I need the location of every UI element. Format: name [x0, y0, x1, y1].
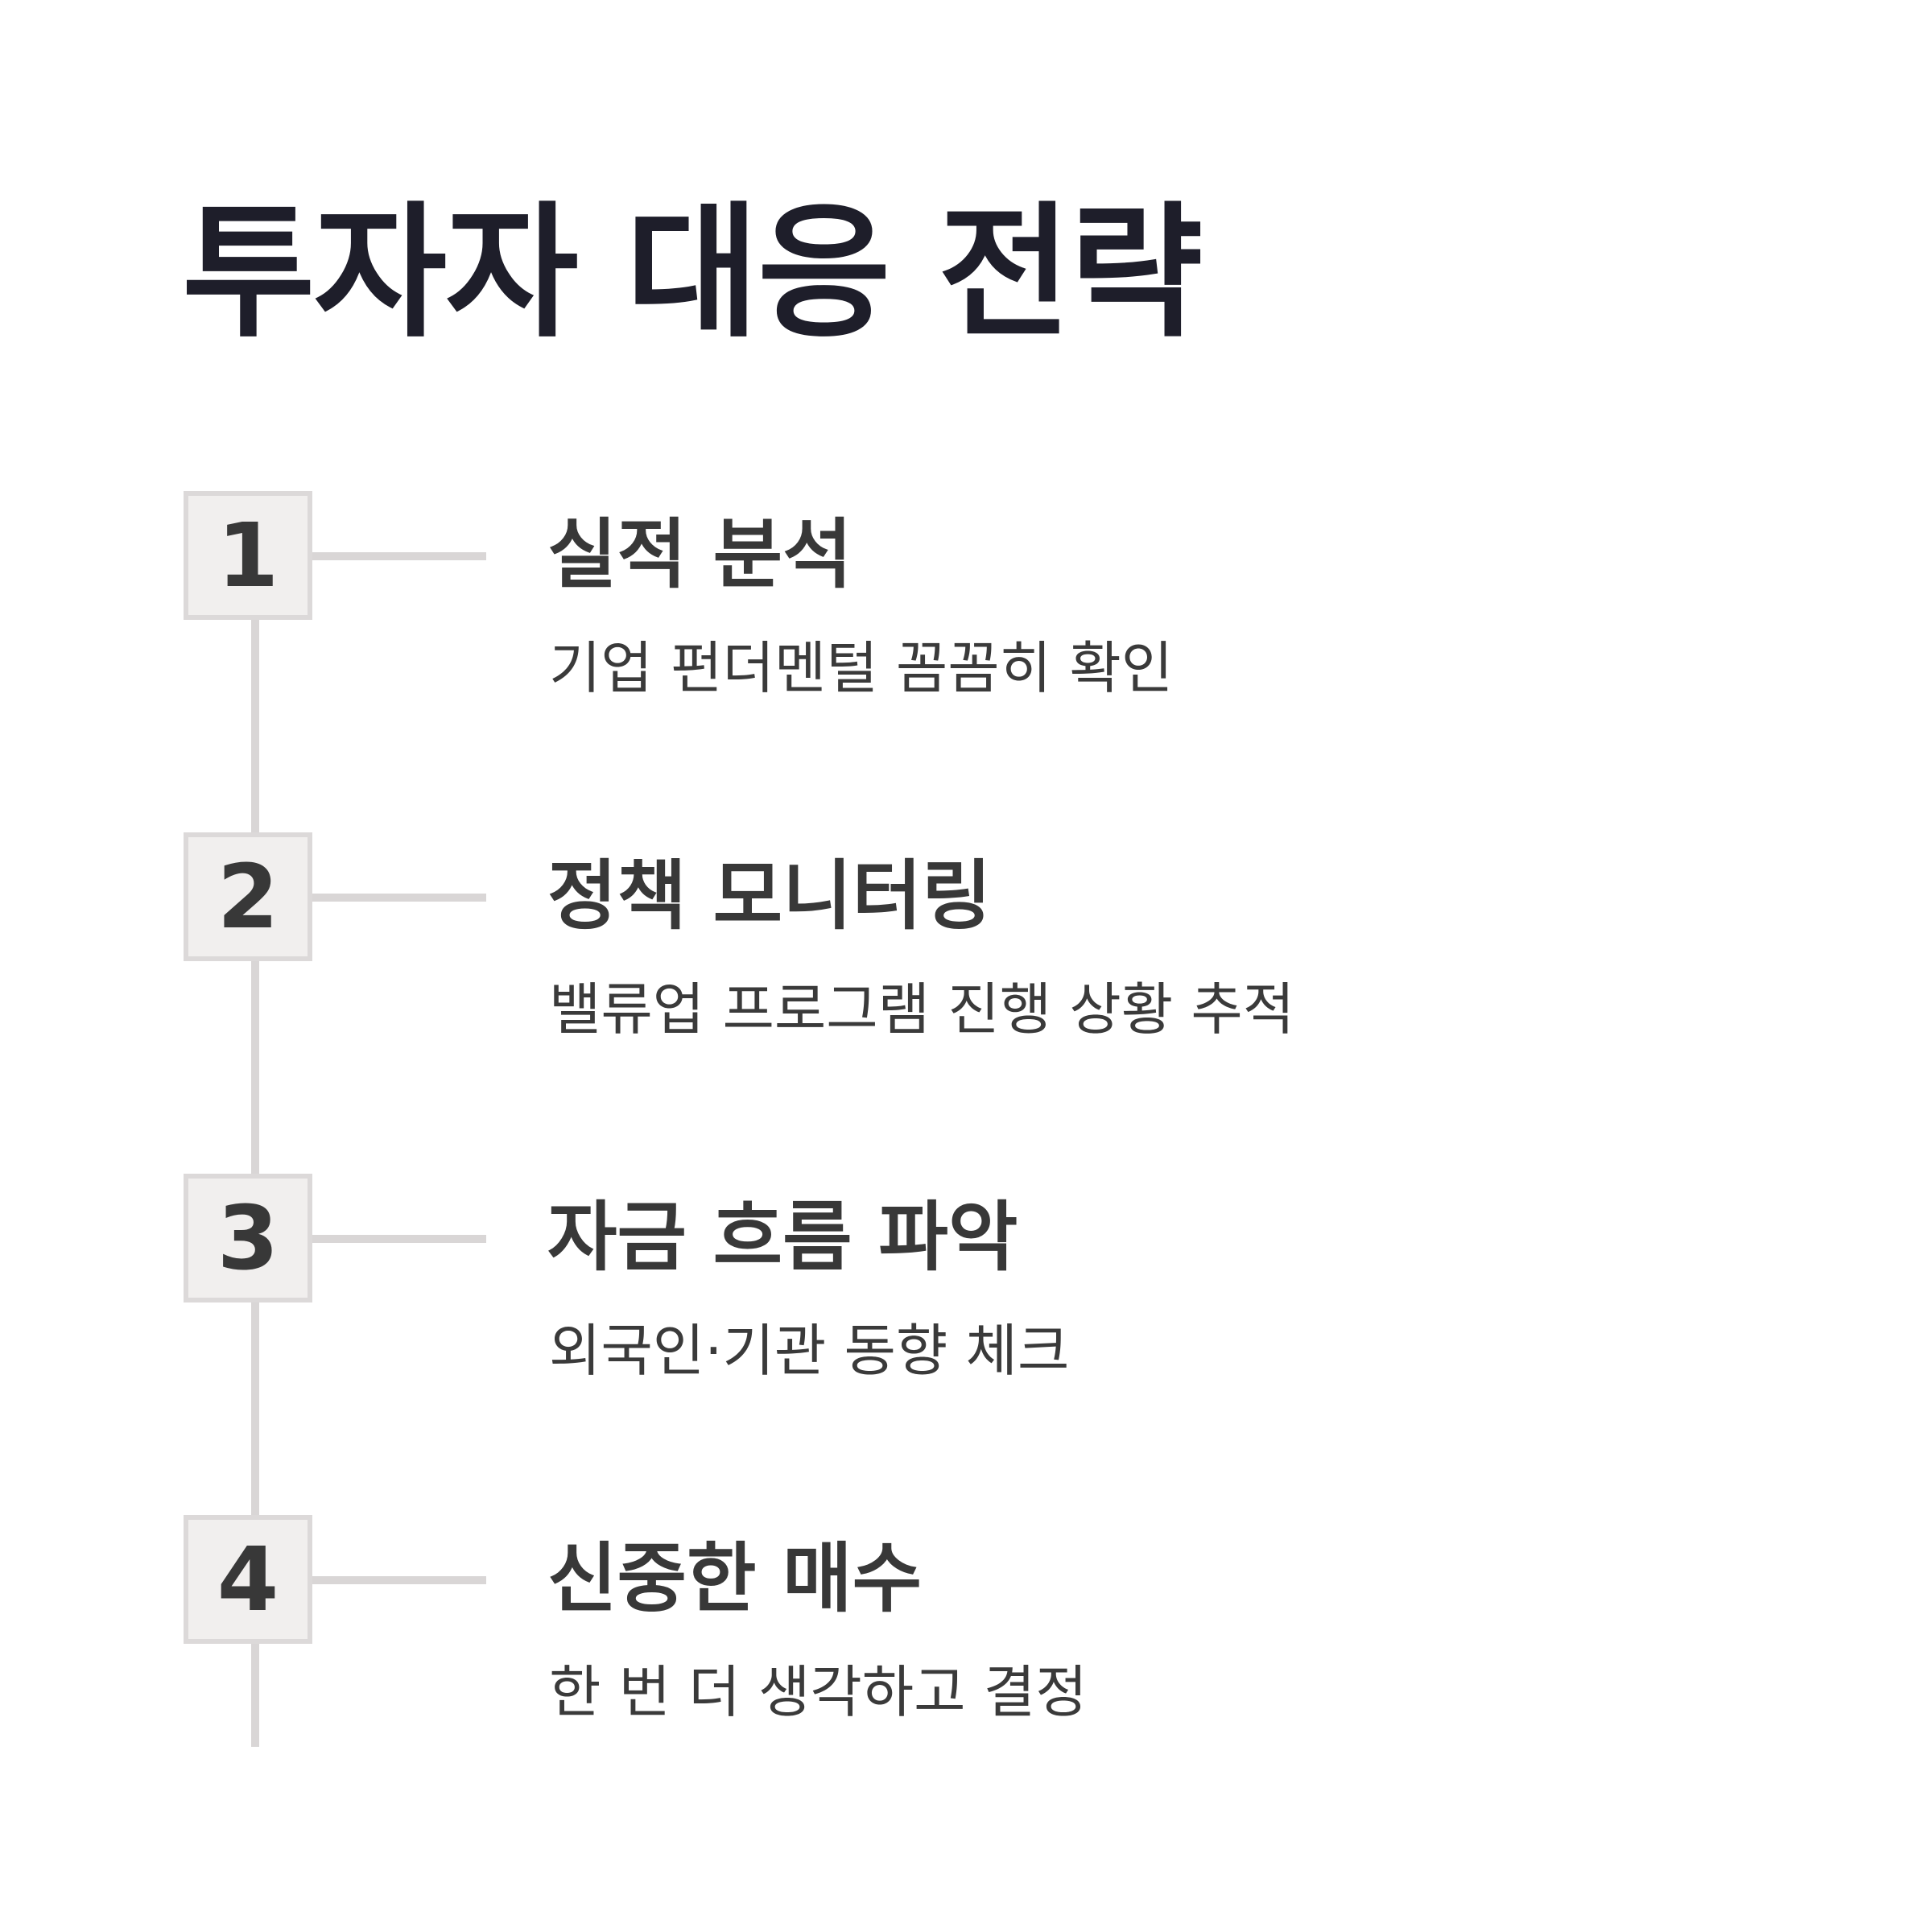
step-connector-line — [312, 552, 486, 560]
step-title: 신중한 매수 — [547, 1535, 923, 1623]
step-4: 4 신중한 매수 한 번 더 생각하고 결정 — [0, 1515, 1932, 1725]
step-number-box: 4 — [184, 1515, 312, 1644]
page-title: 투자자 대응 전략 — [182, 189, 1203, 357]
step-description: 밸류업 프로그램 진행 상황 추적 — [549, 976, 1295, 1042]
step-number-box: 2 — [184, 832, 312, 961]
step-number-box: 3 — [184, 1174, 312, 1302]
timeline-vertical-line — [251, 564, 259, 1747]
step-number-box: 1 — [184, 491, 312, 620]
step-3: 3 자금 흐름 파악 외국인·기관 동향 체크 — [0, 1174, 1932, 1384]
step-title: 자금 흐름 파악 — [547, 1194, 1018, 1282]
step-title: 실적 분석 — [547, 511, 852, 599]
step-title: 정책 모니터링 — [547, 852, 992, 940]
step-description: 외국인·기관 동향 체크 — [549, 1318, 1070, 1384]
step-connector-line — [312, 1235, 486, 1243]
step-2: 2 정책 모니터링 밸류업 프로그램 진행 상황 추적 — [0, 832, 1932, 1042]
step-description: 한 번 더 생각하고 결정 — [549, 1659, 1088, 1725]
step-connector-line — [312, 1576, 486, 1584]
step-description: 기업 펀더멘털 꼼꼼히 확인 — [549, 635, 1174, 701]
step-1: 1 실적 분석 기업 펀더멘털 꼼꼼히 확인 — [0, 491, 1932, 701]
step-connector-line — [312, 894, 486, 902]
